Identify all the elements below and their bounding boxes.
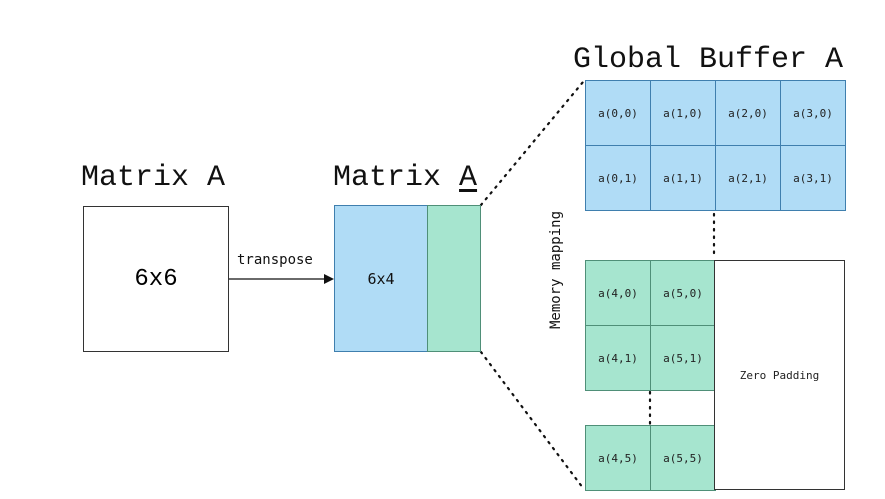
buffer-blue-cell: a(0,1) (585, 145, 651, 211)
buffer-green-last-cell: a(5,5) (650, 425, 716, 491)
matrix-at-title: Matrix A (333, 163, 477, 193)
buffer-green-cell: a(5,0) (650, 260, 716, 326)
buffer-blue-cell: a(0,0) (585, 80, 651, 146)
buffer-blue-cell: a(3,0) (780, 80, 846, 146)
zero-padding-block: Zero Padding (714, 260, 845, 490)
buffer-blue-cell: a(1,1) (650, 145, 716, 211)
matrix-a-title: Matrix A (81, 161, 226, 195)
zero-padding-label: Zero Padding (739, 368, 820, 382)
mapping-line-top (479, 80, 585, 207)
matrix-a-box: 6x6 (83, 206, 229, 352)
global-buffer-title: Global Buffer A (573, 43, 844, 77)
buffer-blue-cell: a(1,0) (650, 80, 716, 146)
matrix-at-title-suffix: A (459, 161, 478, 195)
buffer-blue-cell: a(2,0) (715, 80, 781, 146)
transpose-arrow-head (324, 274, 334, 284)
matrix-at-size-label: 6x4 (367, 269, 395, 288)
buffer-blue-cell: a(3,1) (780, 145, 846, 211)
buffer-blue-cell: a(2,1) (715, 145, 781, 211)
buffer-green-cell: a(4,1) (585, 325, 651, 391)
mapping-line-bottom (479, 350, 585, 490)
buffer-green-last-cell: a(4,5) (585, 425, 651, 491)
matrix-at-green-block (427, 205, 481, 352)
memory-mapping-label: Memory mapping (548, 210, 564, 330)
buffer-green-cell: a(5,1) (650, 325, 716, 391)
matrix-at-title-text: Matrix (333, 161, 460, 195)
matrix-a-size-label: 6x6 (134, 265, 178, 293)
transpose-label: transpose (237, 252, 313, 268)
matrix-at-blue-block: 6x4 (334, 205, 428, 352)
buffer-green-cell: a(4,0) (585, 260, 651, 326)
